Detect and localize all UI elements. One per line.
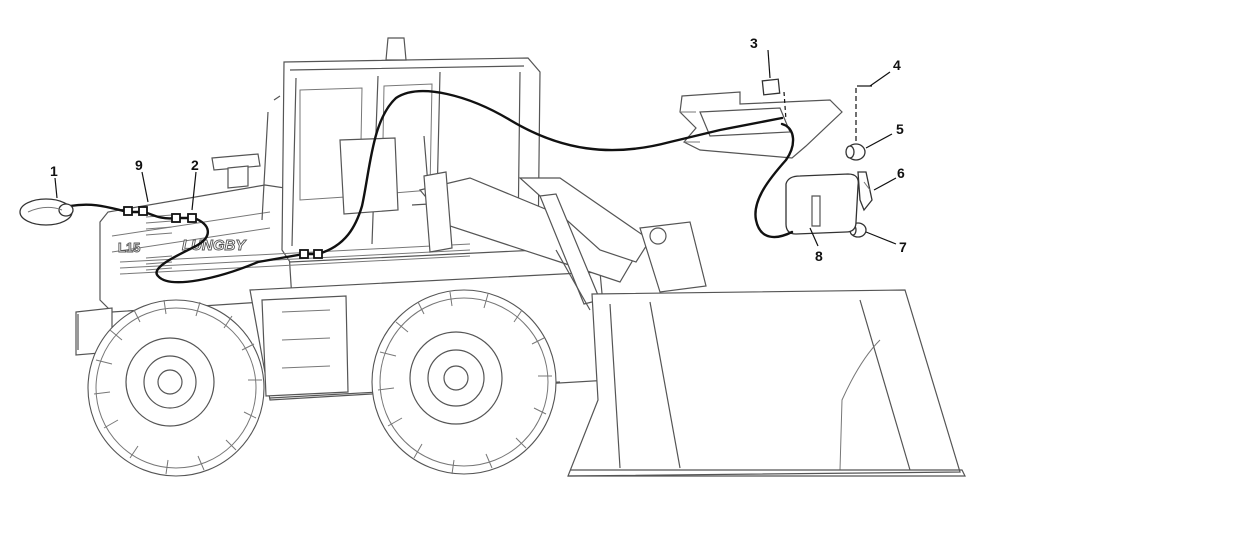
- retaining-clip-part: [857, 171, 873, 212]
- callout-2: 2: [191, 157, 199, 173]
- work-light-assembly: [679, 78, 873, 238]
- adjustment-knob-part: [845, 143, 866, 161]
- wiring-harness: [19, 90, 795, 284]
- connector-part: [138, 206, 148, 216]
- callout-5: 5: [896, 121, 904, 137]
- work-lamp-part: [785, 173, 859, 235]
- model-badge: L15: [118, 240, 140, 255]
- connector-part: [313, 249, 323, 259]
- connector-part: [187, 213, 197, 223]
- front-wheel: [371, 289, 557, 475]
- connector-part: [171, 213, 181, 223]
- connector-part: [299, 249, 309, 259]
- callout-9: 9: [135, 157, 143, 173]
- callout-7: 7: [899, 239, 907, 255]
- callout-numbers: 1 2 3 4 5 6 7 8 9: [50, 35, 907, 264]
- wheel-loader-illustration: L15 LUNGBY: [75, 37, 966, 477]
- callout-1: 1: [50, 163, 58, 179]
- callout-6: 6: [897, 165, 905, 181]
- rear-wheel: [87, 299, 265, 477]
- callout-3: 3: [750, 35, 758, 51]
- switch-part: [19, 198, 74, 226]
- brand-badge: LUNGBY: [182, 237, 247, 254]
- connector-part: [123, 206, 133, 216]
- callout-4: 4: [893, 57, 901, 73]
- mounting-plate-part: [761, 78, 781, 96]
- callout-8: 8: [815, 248, 823, 264]
- callout-leaders: [54, 49, 897, 247]
